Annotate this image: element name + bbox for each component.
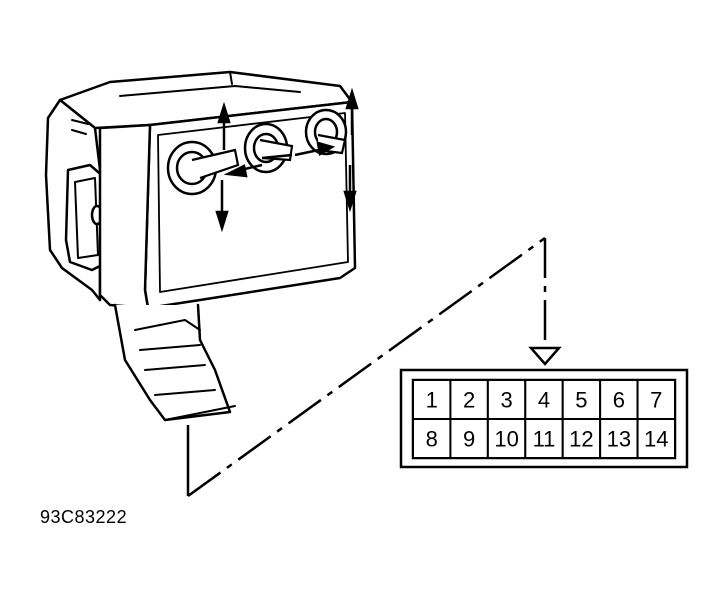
pin-number-label: 12 bbox=[569, 427, 593, 452]
pin-number-label: 5 bbox=[575, 388, 587, 413]
pin-number-label: 1 bbox=[426, 388, 438, 413]
pin-cell bbox=[636, 379, 676, 420]
figure-id-label: 93C83222 bbox=[40, 507, 128, 527]
pin-number-label: 4 bbox=[538, 388, 550, 413]
wire-harness bbox=[113, 303, 236, 422]
pin-cell bbox=[524, 418, 564, 459]
connector-pointer-arrow bbox=[528, 346, 562, 366]
pin-cell bbox=[449, 379, 489, 420]
pin-number-label: 8 bbox=[426, 427, 438, 452]
pin-number-label: 7 bbox=[650, 388, 662, 413]
pin-number-label: 13 bbox=[607, 427, 631, 452]
pin-cell bbox=[636, 418, 676, 459]
pin-number-label: 3 bbox=[500, 388, 512, 413]
pin-number-label: 6 bbox=[613, 388, 625, 413]
pin-number-label: 9 bbox=[463, 427, 475, 452]
pin-cell bbox=[561, 418, 602, 459]
motion-arrows bbox=[215, 87, 359, 233]
pin-number-label: 11 bbox=[533, 427, 556, 452]
pin-number-label: 14 bbox=[644, 427, 668, 452]
leader-lines bbox=[186, 236, 547, 498]
knob-left bbox=[166, 140, 240, 196]
pin-number-label: 10 bbox=[494, 427, 518, 452]
pin-number-label: 2 bbox=[463, 388, 475, 413]
knob-center bbox=[243, 122, 294, 174]
pin-cell bbox=[486, 418, 527, 459]
